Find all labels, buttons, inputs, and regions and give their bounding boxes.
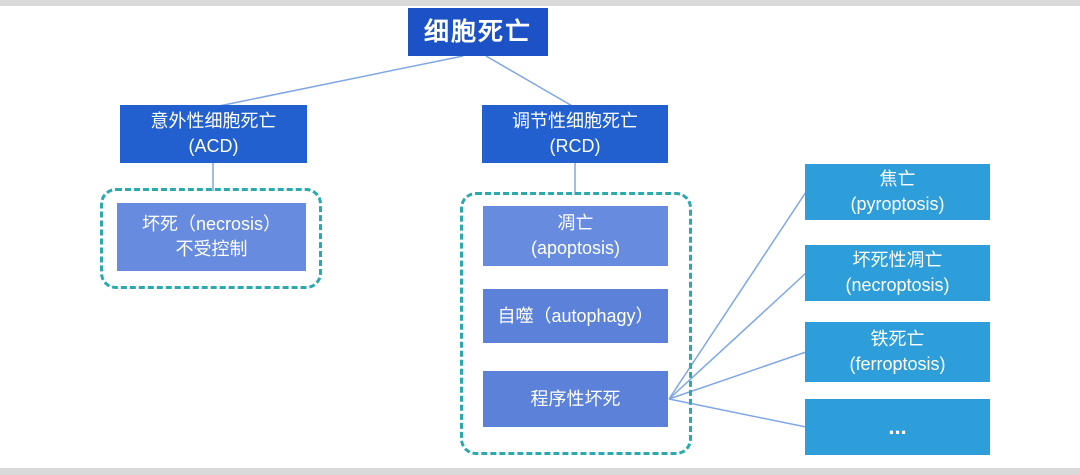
node-necroptosis-label-line2: (necroptosis): [845, 275, 950, 295]
node-apoptosis-label-line1: 凋亡: [557, 213, 594, 234]
node-rcd-label-line1: 调节性细胞死亡: [512, 111, 638, 132]
node-programmed-necrosis: 程序性坏死: [483, 371, 668, 427]
node-acd-label-line2: (ACD): [188, 136, 239, 156]
node-necroptosis: 坏死性凋亡 (necroptosis): [805, 245, 990, 301]
node-necrosis-label-line1: 坏死（necrosis）: [141, 214, 282, 235]
node-rcd: 调节性细胞死亡 (RCD): [482, 105, 668, 163]
node-others-label: ...: [888, 413, 907, 439]
node-others: ...: [805, 399, 990, 455]
node-ferroptosis: 铁死亡 (ferroptosis): [805, 322, 990, 382]
node-autophagy-label: 自噬（autophagy）: [497, 305, 654, 326]
node-programmed-necrosis-label: 程序性坏死: [530, 388, 621, 409]
bottom-border-strip: [0, 468, 1080, 475]
node-rcd-label-line2: (RCD): [549, 136, 601, 156]
acd-group-dashed-box: [100, 188, 322, 289]
node-ferroptosis-label-line1: 铁死亡: [870, 329, 925, 350]
node-necrosis: 坏死（necrosis） 不受控制: [117, 203, 306, 271]
node-apoptosis: 凋亡 (apoptosis): [483, 206, 668, 266]
node-pyroptosis: 焦亡 (pyroptosis): [805, 164, 990, 220]
node-apoptosis-label-line2: (apoptosis): [530, 238, 621, 258]
node-cell-death: 细胞死亡: [408, 8, 548, 56]
node-necroptosis-label-line1: 坏死性凋亡: [852, 250, 943, 271]
node-ferroptosis-label-line2: (ferroptosis): [849, 354, 946, 374]
node-acd-label-line1: 意外性细胞死亡: [150, 111, 277, 132]
node-pyroptosis-label-line1: 焦亡: [879, 169, 916, 190]
node-pyroptosis-label-line2: (pyroptosis): [850, 194, 945, 214]
node-acd: 意外性细胞死亡 (ACD): [120, 105, 307, 163]
node-necrosis-label-line2: 不受控制: [175, 239, 248, 259]
rcd-group-dashed-box: [460, 192, 692, 455]
top-border-strip: [0, 0, 1080, 6]
node-cell-death-label: 细胞死亡: [423, 17, 532, 46]
node-autophagy: 自噬（autophagy）: [483, 289, 668, 343]
